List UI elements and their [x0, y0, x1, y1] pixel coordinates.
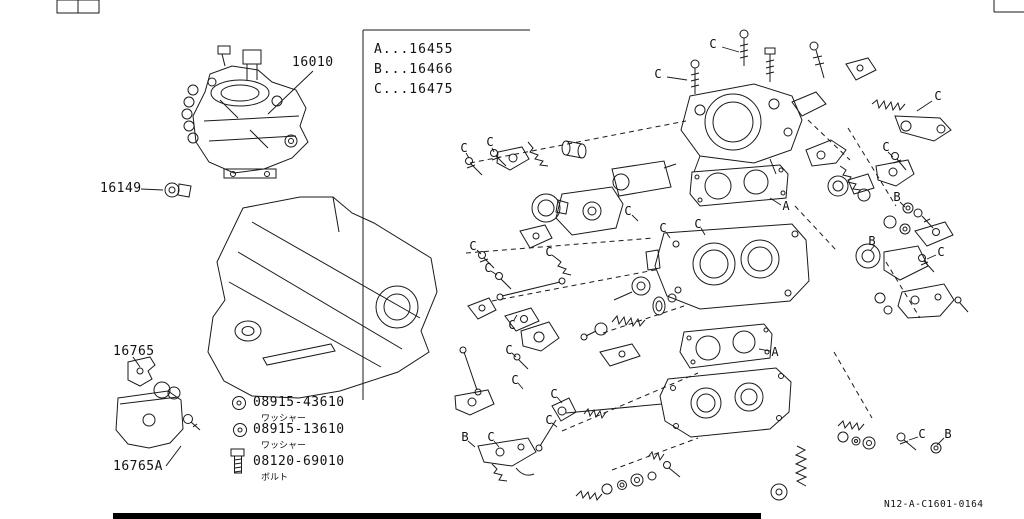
choke-linkage-parts: [805, 139, 875, 202]
callout-letter-c-9: C: [659, 221, 667, 235]
bottom-scan-bar: [113, 513, 761, 519]
legend-item-a: A...16455: [374, 42, 454, 57]
callout-letter-a-8: A: [782, 199, 790, 213]
callout-letter-b-22: B: [461, 430, 469, 444]
lower-gasket: [679, 323, 773, 369]
exploded-view-dashed-axes: [465, 119, 921, 471]
insulator-16149-drawing: [164, 182, 192, 198]
callout-letter-c-12: C: [545, 245, 553, 259]
carburetor-assembly-drawing: [181, 45, 309, 179]
callout-letter-c-24: C: [918, 427, 926, 441]
hardware-name-jp: ボルト: [261, 473, 289, 483]
top-gasket: [689, 164, 789, 207]
callout-letter-c-17: C: [505, 343, 513, 357]
mid-left-screws-levers: [467, 224, 572, 370]
part-label-carburetor-assembly: 16010: [292, 55, 334, 70]
callout-letter-c-21: C: [545, 413, 553, 427]
callout-letter-c-16: C: [508, 318, 516, 332]
washer-icon: [232, 396, 246, 410]
washer-icon: [233, 423, 247, 437]
throttle-body: [535, 367, 792, 452]
top-screws: [690, 29, 877, 94]
callout-letter-c-19: C: [511, 373, 519, 387]
bottom-center-small-parts: [575, 450, 681, 502]
callout-letter-a-18: A: [771, 345, 779, 359]
right-mid-washers-screws: [855, 202, 954, 281]
hardware-name-jp: ワッシャー: [261, 414, 307, 424]
callout-letter-c-10: C: [694, 217, 702, 231]
hardware-row-bolt: 08120-69010 ボルト: [253, 454, 345, 483]
legend-box-border: [362, 29, 530, 400]
mid-left-diaphragm-parts: [465, 140, 677, 236]
right-top-lever-and-spring: [871, 99, 952, 187]
legend-item-c: C...16475: [374, 82, 454, 97]
callout-letter-c-23: C: [487, 430, 495, 444]
callout-leader-lines: [465, 46, 945, 448]
legend-item-b: B...16466: [374, 62, 454, 77]
bottom-right-spring-screws: [770, 420, 942, 501]
callout-letter-c-7: C: [624, 204, 632, 218]
air-horn-assembly: [680, 83, 827, 175]
fiche-reference-number: N12-A-C1601-0164: [884, 499, 984, 510]
callout-letter-c-5: C: [882, 140, 890, 154]
corner-marks: [56, 0, 1024, 14]
callout-letter-c-3: C: [460, 141, 468, 155]
hardware-part-number: 08915-43610: [253, 395, 345, 410]
bracket-16765-drawing: [115, 356, 201, 449]
lower-left-linkage: [454, 346, 537, 482]
label-leader-lines: [132, 70, 314, 467]
accelerator-pump-row: [580, 293, 677, 367]
hardware-row-washer-2: 08915-13610 ワッシャー: [253, 422, 345, 451]
callout-letter-b-25: B: [944, 427, 952, 441]
callout-letter-c-14: C: [484, 261, 492, 275]
callout-letter-c-13: C: [937, 245, 945, 259]
callout-letter-c-20: C: [550, 387, 558, 401]
engine-outline-drawing: [207, 196, 438, 399]
legend: A...16455 B...16466 C...16475: [374, 40, 453, 100]
hardware-row-washer-1: 08915-43610 ワッシャー: [253, 395, 345, 424]
hardware-name-jp: ワッシャー: [261, 441, 307, 451]
callout-letter-b-6: B: [893, 190, 901, 204]
callout-letter-c-1: C: [654, 67, 662, 81]
main-carburetor-body: [613, 223, 810, 310]
callout-letter-c-11: C: [469, 239, 477, 253]
callout-letter-c-0: C: [709, 37, 717, 51]
hardware-part-number: 08915-13610: [253, 422, 345, 437]
callout-letter-c-4: C: [486, 135, 494, 149]
part-label-bracket-sub: 16765A: [113, 459, 163, 474]
callout-letter-c-2: C: [934, 89, 942, 103]
bolt-icon: [230, 448, 245, 474]
part-label-bracket: 16765: [113, 344, 155, 359]
part-label-insulator: 16149: [100, 181, 142, 196]
hardware-part-number: 08120-69010: [253, 454, 345, 469]
right-lower-bracket: [874, 283, 969, 319]
callout-letter-b-15: B: [868, 234, 876, 248]
